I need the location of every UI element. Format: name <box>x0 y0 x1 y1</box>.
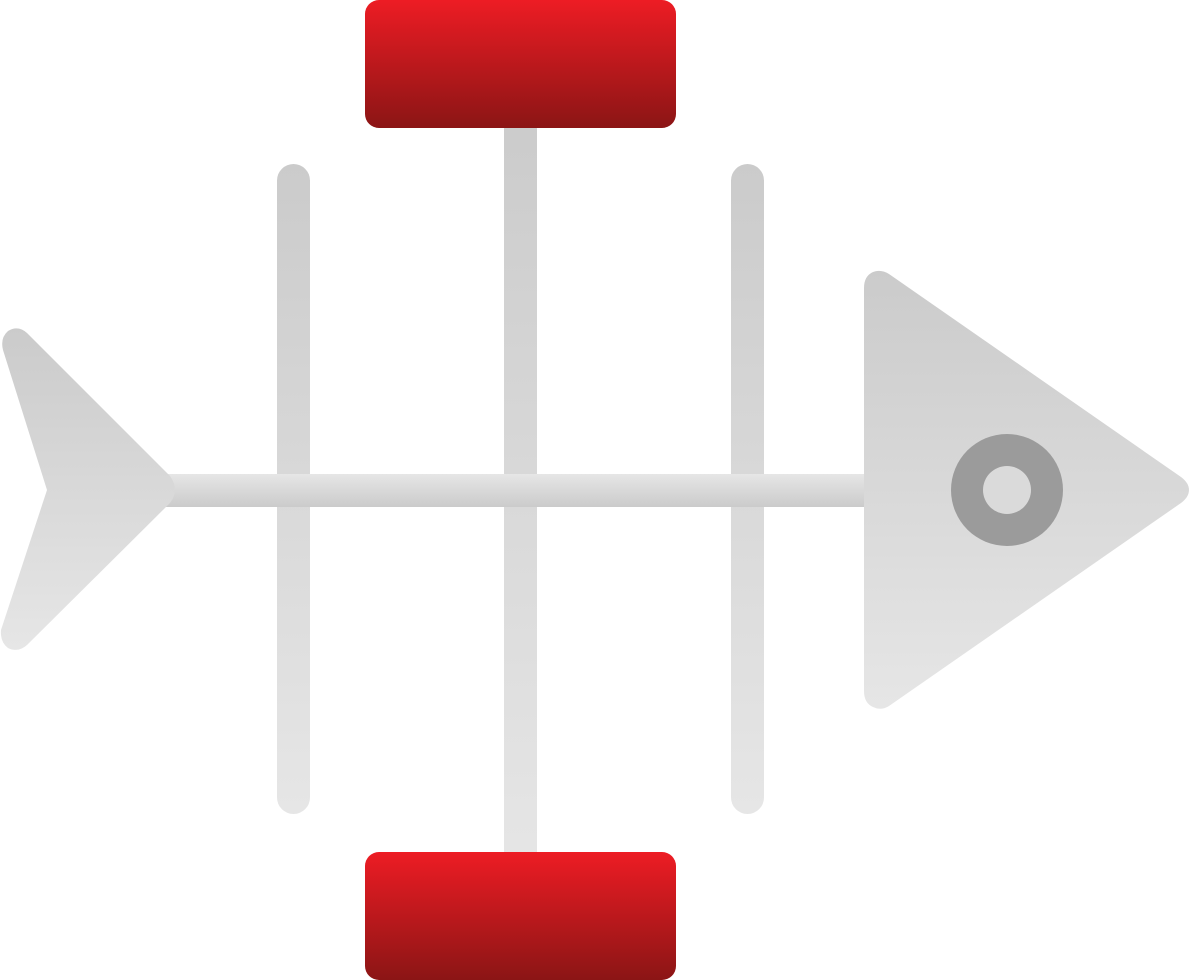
fish-tail <box>0 328 176 650</box>
eye-center-icon <box>983 466 1031 514</box>
top-category-box <box>365 0 676 128</box>
main-spine <box>150 474 880 507</box>
bottom-category-box <box>365 852 676 980</box>
